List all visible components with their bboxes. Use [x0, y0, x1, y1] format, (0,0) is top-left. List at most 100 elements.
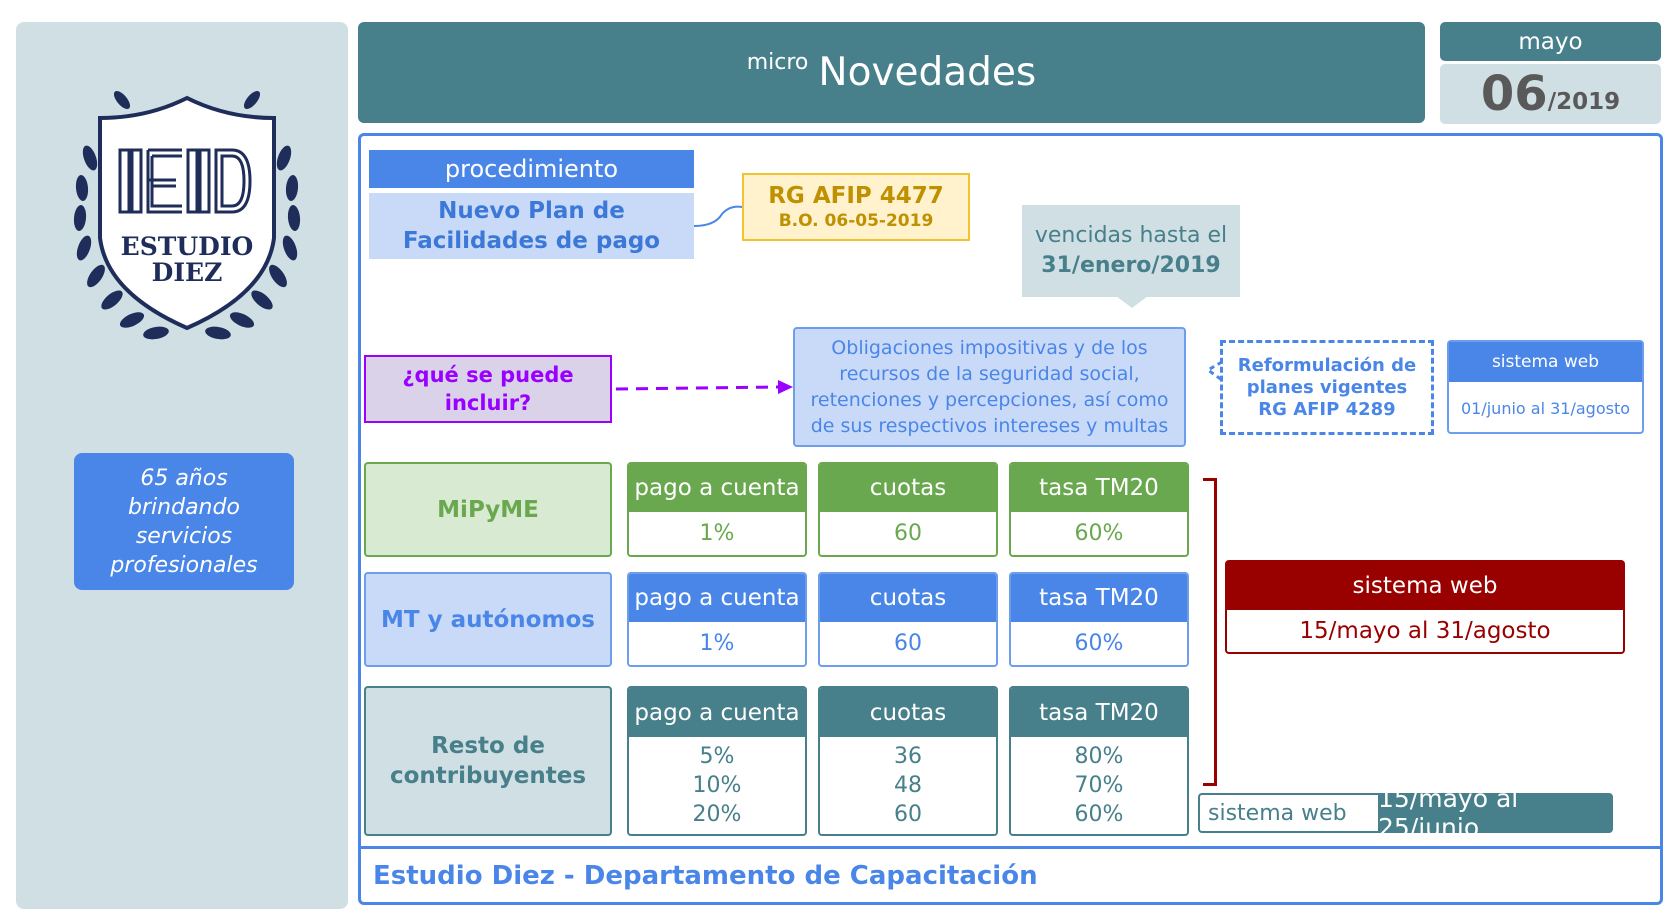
page-header: micro Novedades [358, 22, 1425, 123]
mt-pago-cell: pago a cuenta 1% [627, 572, 807, 667]
rg-bo-date: B.O. 06-05-2019 [778, 211, 934, 231]
date-year: /2019 [1547, 89, 1621, 115]
anniversary-badge: 65 años brindando servicios profesionale… [74, 453, 294, 590]
logo-text-estudio: ESTUDIO [120, 231, 254, 261]
proc-rg-connector [693, 205, 743, 227]
footer-text: Estudio Diez - Departamento de Capacitac… [373, 861, 1038, 891]
category-name: Resto de [431, 733, 545, 759]
category-resto: Resto de contribuyentes [364, 686, 612, 836]
cell-header: tasa TM20 [1011, 688, 1187, 737]
cell-header: cuotas [820, 574, 996, 622]
content-frame [358, 133, 1663, 905]
category-name: contribuyentes [389, 763, 587, 789]
cell-value-line: 10% [692, 773, 742, 798]
cell-value: 1% [629, 512, 805, 555]
obligations-line: retenciones y percepciones, así como [810, 389, 1169, 411]
cell-value-line: 70% [1074, 773, 1124, 798]
resto-tasa-cell: tasa TM20 80% 70% 60% [1009, 686, 1189, 836]
cell-value: 60 [820, 512, 996, 555]
category-name: MT y autónomos [381, 606, 595, 633]
date-month: mayo [1440, 22, 1661, 61]
mipyme-tasa-cell: tasa TM20 60% [1009, 462, 1189, 557]
cell-value: 60% [1011, 622, 1187, 665]
cell-header: pago a cuenta [629, 688, 805, 737]
footer-divider [358, 846, 1663, 849]
page-title: Novedades [818, 50, 1037, 95]
category-name: MiPyME [437, 496, 539, 523]
vencidas-callout: vencidas hasta el 31/enero/2019 [1022, 205, 1240, 297]
cell-value-line: 60% [1074, 802, 1124, 827]
cell-value: 80% 70% 60% [1011, 737, 1187, 834]
obligations-box: Obligaciones impositivas y de los recurs… [793, 327, 1186, 447]
vencidas-date: 31/enero/2019 [1041, 253, 1221, 278]
sistema-web-dates: 15/mayo al 31/agosto [1299, 618, 1551, 644]
cell-value-line: 1% [699, 521, 735, 546]
vencidas-line: vencidas hasta el [1034, 223, 1228, 248]
question-line: incluir? [444, 391, 532, 415]
cell-value: 36 48 60 [820, 737, 996, 834]
cell-value-line: 60 [894, 802, 922, 827]
logo-text-diez: DIEZ [151, 257, 223, 287]
cell-value-line: 60% [1074, 631, 1124, 656]
cell-value-line: 60 [894, 631, 922, 656]
date-day-box: 06 /2019 [1440, 64, 1661, 124]
sistema-web-resto: sistema web 15/mayo al 25/junio [1198, 784, 1613, 842]
procedure-name: Nuevo Plan de Facilidades de pago [369, 193, 694, 259]
cell-value-line: 1% [699, 631, 735, 656]
badge-line: servicios [135, 523, 233, 549]
sistema-web-main: sistema web 15/mayo al 31/agosto [1225, 560, 1625, 654]
dashed-arrow-line [615, 385, 781, 391]
resto-cuotas-cell: cuotas 36 48 60 [818, 686, 998, 836]
rg-title: RG AFIP 4477 [768, 183, 944, 209]
procedure-name-line: Facilidades de pago [402, 228, 661, 254]
sistema-web-dates: 01/junio al 31/agosto [1460, 398, 1631, 418]
reformulation-box: Reformulación de planes vigentes RG AFIP… [1220, 340, 1434, 435]
cell-value: 60% [1011, 512, 1187, 555]
mt-cuotas-cell: cuotas 60 [818, 572, 998, 667]
estudio-diez-logo [72, 88, 302, 348]
arrow-head-icon [778, 380, 793, 394]
bracket [1203, 478, 1217, 786]
rg-afip-box: RG AFIP 4477 B.O. 06-05-2019 [742, 173, 970, 241]
procedure-label: procedimiento [369, 150, 694, 188]
cell-value-line: 60 [894, 521, 922, 546]
question-line: ¿qué se puede [402, 363, 574, 387]
reform-line: Reformulación de [1237, 354, 1417, 376]
mipyme-pago-cell: pago a cuenta 1% [627, 462, 807, 557]
reform-line: planes vigentes [1246, 376, 1408, 398]
procedure-name-line: Nuevo Plan de [438, 198, 625, 224]
sistema-web-label: sistema web [1208, 800, 1347, 826]
cell-value-line: 80% [1074, 744, 1124, 769]
badge-line: brindando [128, 494, 240, 520]
cell-value-line: 20% [692, 802, 742, 827]
sistema-web-label: sistema web [1227, 562, 1623, 610]
reform-line: RG AFIP 4289 [1258, 398, 1396, 420]
badge-line: 65 años [140, 465, 228, 491]
cell-header: pago a cuenta [629, 464, 805, 512]
cell-value: 60 [820, 622, 996, 665]
obligations-line: Obligaciones impositivas y de los [831, 337, 1148, 359]
resto-pago-cell: pago a cuenta 5% 10% 20% [627, 686, 807, 836]
date-day: 06 [1480, 66, 1548, 122]
cell-value-line: 60% [1074, 521, 1124, 546]
cell-header: pago a cuenta [629, 574, 805, 622]
category-mt-autonomos: MT y autónomos [364, 572, 612, 667]
cell-header: cuotas [820, 688, 996, 737]
reform-chevron-icon [1205, 360, 1223, 382]
mipyme-cuotas-cell: cuotas 60 [818, 462, 998, 557]
sistema-web-label: sistema web [1449, 342, 1642, 382]
badge-line: profesionales [110, 552, 258, 578]
header-prefix: micro [746, 50, 809, 75]
obligations-line: de sus respectivos intereses y multas [810, 415, 1169, 437]
callout-pointer-icon [1116, 296, 1148, 308]
mt-tasa-cell: tasa TM20 60% [1009, 572, 1189, 667]
sistema-web-reform: sistema web 01/junio al 31/agosto [1447, 340, 1644, 434]
shield-laurel-icon [73, 90, 301, 340]
cell-value: 5% 10% 20% [629, 737, 805, 834]
cell-value-line: 5% [699, 744, 735, 769]
question-box: ¿qué se puede incluir? [364, 355, 612, 423]
cell-header: cuotas [820, 464, 996, 512]
cell-value-line: 48 [894, 773, 922, 798]
obligations-line: recursos de la seguridad social, [839, 363, 1140, 385]
